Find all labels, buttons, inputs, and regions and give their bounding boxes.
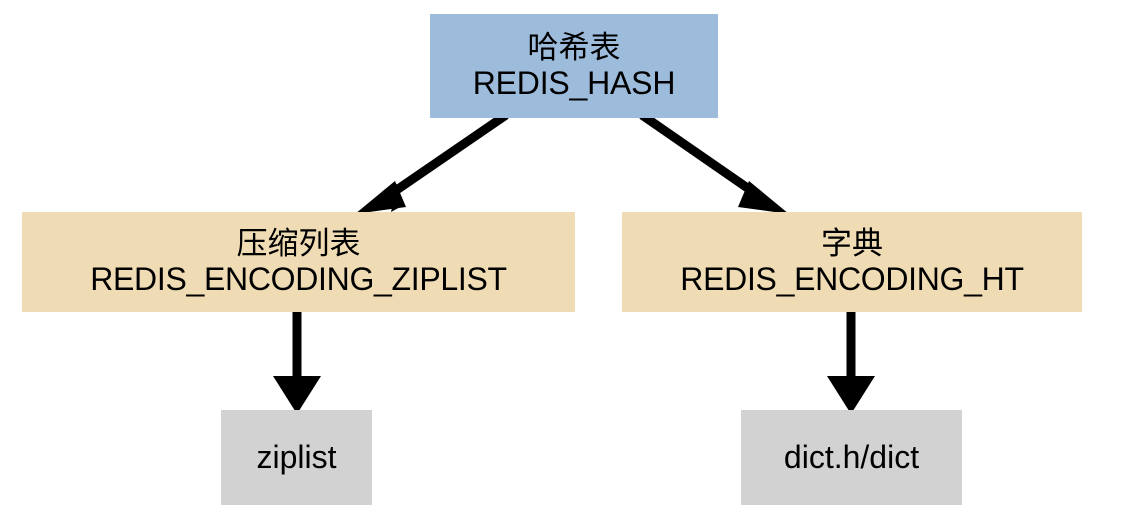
edge-ziplist-encoding-to-ziplist [273, 312, 321, 414]
node-encoding-ht-label-en: REDIS_ENCODING_HT [680, 261, 1024, 298]
node-hash-type-label-cn: 哈希表 [527, 30, 621, 66]
node-implementation-ziplist-label: ziplist [256, 439, 337, 476]
node-encoding-ziplist-label-cn: 压缩列表 [236, 226, 361, 262]
node-hash-type-label-en: REDIS_HASH [472, 65, 676, 102]
node-implementation-dict[interactable]: dict.h/dict [741, 410, 962, 505]
edge-ht-encoding-to-dict [827, 312, 875, 414]
node-implementation-dict-label: dict.h/dict [783, 439, 920, 476]
node-hash-type[interactable]: 哈希表 REDIS_HASH [430, 14, 718, 118]
node-encoding-ziplist[interactable]: 压缩列表 REDIS_ENCODING_ZIPLIST [22, 212, 575, 312]
node-encoding-ziplist-label-en: REDIS_ENCODING_ZIPLIST [90, 261, 507, 298]
node-implementation-ziplist[interactable]: ziplist [221, 410, 372, 505]
node-encoding-ht[interactable]: 字典 REDIS_ENCODING_HT [622, 212, 1082, 312]
edge-root-to-ziplist-encoding [355, 111, 509, 214]
node-encoding-ht-label-cn: 字典 [821, 226, 883, 262]
edge-root-to-ht-encoding [639, 111, 789, 214]
